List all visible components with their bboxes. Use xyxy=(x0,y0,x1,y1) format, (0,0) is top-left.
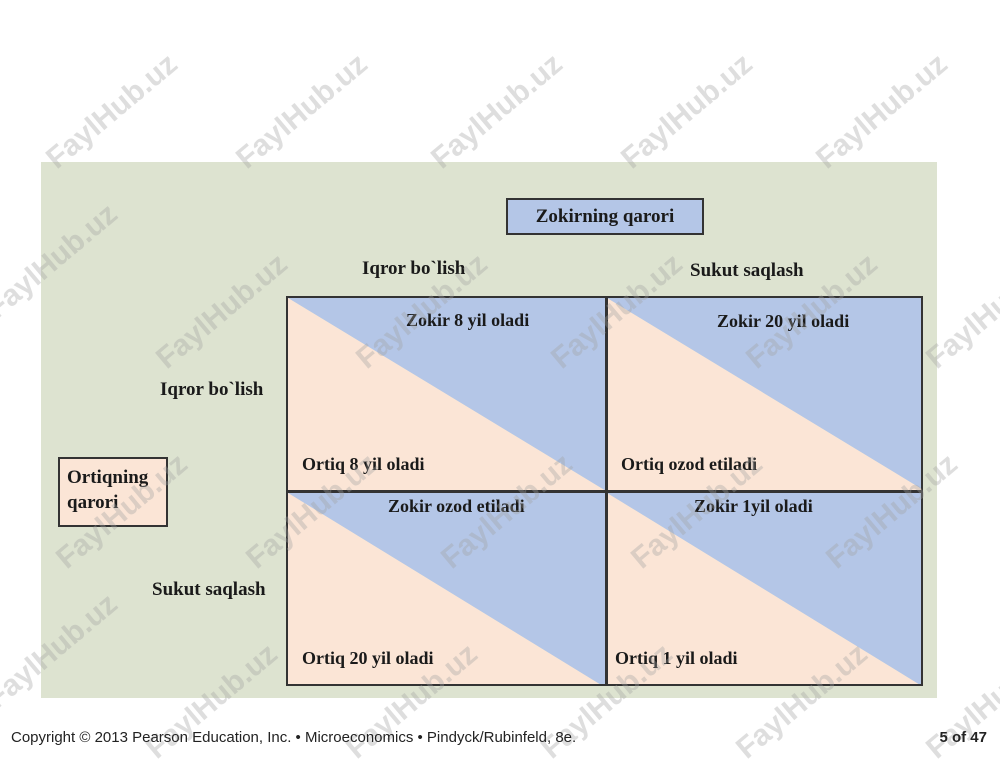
row-player-label: Ortiqning qarori xyxy=(58,457,168,527)
column-header-confess: Iqror bo`lish xyxy=(362,258,466,279)
watermark-text: FaylHub.uz xyxy=(810,47,954,176)
payoff-matrix: Zokir 8 yil oladi Ortiq 8 yil oladi Zoki… xyxy=(286,296,923,686)
cell-diagonal-split xyxy=(607,493,921,684)
column-header-silent: Sukut saqlash xyxy=(690,260,804,281)
row-header-silent: Sukut saqlash xyxy=(152,579,266,600)
cell-diagonal-split xyxy=(607,298,921,491)
zokir-payoff: Zokir ozod etiladi xyxy=(388,496,525,516)
cell-diagonal-split xyxy=(288,493,606,684)
watermark-text: FaylHub.uz xyxy=(425,47,569,176)
payoff-cell-silent-confess: Zokir ozod etiladi Ortiq 20 yil oladi xyxy=(288,493,606,684)
ortiq-payoff: Ortiq 8 yil oladi xyxy=(302,454,425,474)
matrix-horizontal-divider xyxy=(288,490,921,493)
row-header-confess: Iqror bo`lish xyxy=(160,379,264,400)
zokir-triangle xyxy=(607,493,921,684)
zokir-payoff: Zokir 8 yil oladi xyxy=(406,310,530,330)
ortiq-triangle xyxy=(607,298,921,491)
cell-diagonal-split xyxy=(288,298,606,491)
column-player-label: Zokirning qarori xyxy=(506,198,704,235)
payoff-cell-silent-silent: Zokir 1yil oladi Ortiq 1 yil oladi xyxy=(607,493,921,684)
ortiq-triangle xyxy=(607,493,919,684)
zokir-triangle xyxy=(288,493,606,684)
ortiq-payoff: Ortiq 20 yil oladi xyxy=(302,648,434,668)
page-indicator: 5 of 47 xyxy=(939,729,987,746)
payoff-cell-confess-silent: Zokir 20 yil oladi Ortiq ozod etiladi xyxy=(607,298,921,491)
ortiq-payoff: Ortiq ozod etiladi xyxy=(621,454,757,474)
footer-copyright: Copyright © 2013 Pearson Education, Inc.… xyxy=(11,729,577,746)
ortiq-triangle xyxy=(288,493,600,684)
payoff-cell-confess-confess: Zokir 8 yil oladi Ortiq 8 yil oladi xyxy=(288,298,606,491)
watermark-text: FaylHub.uz xyxy=(40,47,184,176)
ortiq-triangle xyxy=(288,298,606,491)
zokir-payoff: Zokir 1yil oladi xyxy=(694,496,813,516)
ortiq-payoff: Ortiq 1 yil oladi xyxy=(615,648,738,668)
watermark-text: FaylHub.uz xyxy=(615,47,759,176)
zokir-payoff: Zokir 20 yil oladi xyxy=(717,311,850,331)
watermark-text: FaylHub.uz xyxy=(230,47,374,176)
